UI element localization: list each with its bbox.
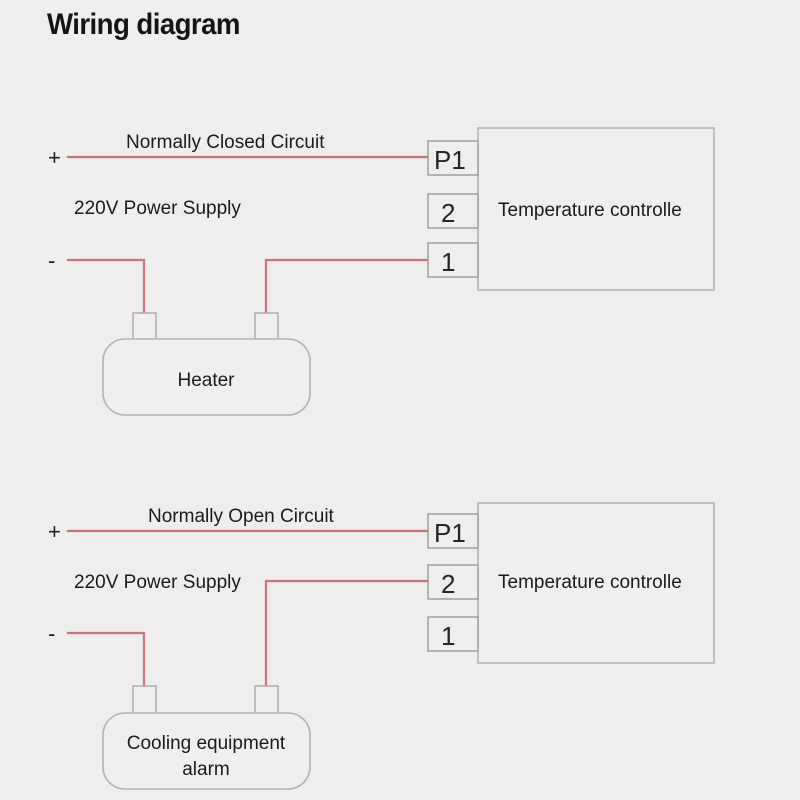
cooling-equipment-label-line2: alarm <box>182 759 230 780</box>
terminal-label-p1: P1 <box>434 145 466 175</box>
negative-terminal-sign: - <box>48 248 55 273</box>
circuit-type-label-open: Normally Open Circuit <box>148 506 335 527</box>
positive-terminal-sign: + <box>48 145 61 170</box>
diagram-normally-open: Temperature controlle P1 2 1 Normally Op… <box>48 502 715 790</box>
terminal-label-1: 1 <box>441 247 455 277</box>
cooler-right-tab <box>254 685 279 715</box>
temperature-controller-box <box>477 127 715 291</box>
terminal-box-1[interactable] <box>427 242 479 278</box>
wire-terminal2-to-cooler <box>264 579 434 692</box>
terminal-label-p1-open: P1 <box>434 518 466 548</box>
positive-terminal-sign-open: + <box>48 519 61 544</box>
terminal-box-p1-open[interactable] <box>427 513 479 549</box>
heater-label: Heater <box>177 370 235 391</box>
circuit-type-label: Normally Closed Circuit <box>126 132 325 153</box>
cooling-equipment-label-line1: Cooling equipment <box>127 733 286 754</box>
terminal-box-p1[interactable] <box>427 140 479 176</box>
cooling-equipment-box <box>102 712 311 790</box>
negative-terminal-sign-open: - <box>48 621 55 646</box>
terminal-box-2[interactable] <box>427 193 479 229</box>
page-title: Wiring diagram <box>47 8 240 41</box>
terminal-label-2-open: 2 <box>441 569 455 599</box>
terminal-box-2-open[interactable] <box>427 564 479 600</box>
controller-label: Temperature controlle <box>498 200 682 221</box>
power-supply-label: 220V Power Supply <box>74 198 241 219</box>
controller-label-open: Temperature controlle <box>498 572 682 593</box>
wire-terminal1-to-heater <box>264 258 434 318</box>
wire-negative-to-heater <box>66 258 146 318</box>
temperature-controller-box-open <box>477 502 715 664</box>
cooler-left-tab <box>132 685 157 715</box>
heater-right-tab <box>254 312 279 342</box>
terminal-label-1-open: 1 <box>441 621 455 651</box>
diagram-normally-closed: Temperature controlle P1 2 1 Normally Cl… <box>48 127 715 416</box>
terminal-label-2: 2 <box>441 198 455 228</box>
terminal-box-1-open[interactable] <box>427 616 479 652</box>
heater-box <box>102 338 311 416</box>
heater-left-tab <box>132 312 157 342</box>
wire-negative-to-cooler <box>66 631 146 692</box>
power-supply-label-open: 220V Power Supply <box>74 572 241 593</box>
